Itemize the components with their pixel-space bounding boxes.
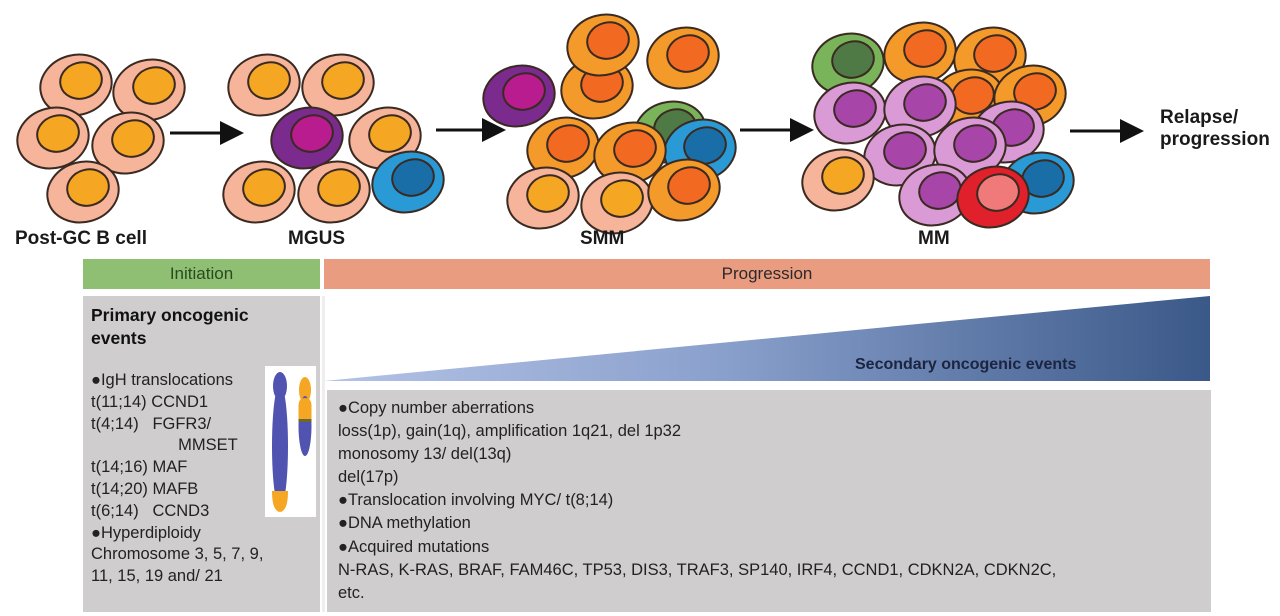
red-clone-cell-icon xyxy=(956,165,1030,229)
title-line: Primary oncogenic xyxy=(91,305,249,325)
orange-clone-cell-icon xyxy=(593,121,667,185)
nucleus-icon xyxy=(321,61,365,100)
stage-label-smm: SMM xyxy=(580,228,625,249)
nucleus-icon xyxy=(290,114,334,153)
normal-b-cell-icon xyxy=(301,53,375,117)
list-item: monosomy 13/ del(13q) xyxy=(338,445,512,464)
disease-stage-illustration xyxy=(16,13,1144,235)
initiation-phase-bar: Initiation xyxy=(83,259,320,289)
normal-b-cell-icon xyxy=(297,160,371,224)
nucleus-icon xyxy=(391,158,435,197)
relapse-progression-label: Relapse/ progression xyxy=(1160,107,1270,151)
list-item: ●Hyperdiploidy xyxy=(91,523,201,542)
list-item: t(14;16) MAF xyxy=(91,458,188,477)
relapse-label-line: progression xyxy=(1160,129,1270,150)
nucleus-icon xyxy=(66,168,110,207)
nucleus-icon xyxy=(600,179,644,218)
nucleus-icon xyxy=(1013,72,1057,111)
primary-events-list: ●IgH translocations t(11;14) CCND1 t(4;1… xyxy=(91,370,263,588)
nucleus-icon xyxy=(526,174,570,213)
normal-b-cell-icon xyxy=(46,160,120,224)
secondary-events-label: Secondary oncogenic events xyxy=(855,356,1077,373)
normal-b-cell-icon xyxy=(112,58,186,122)
list-item: t(11;14) CCND1 xyxy=(91,392,209,411)
normal-b-cell-icon xyxy=(506,166,580,230)
normal-b-cell-icon xyxy=(227,53,301,117)
panel-divider xyxy=(322,296,325,612)
nucleus-icon xyxy=(317,168,361,207)
nucleus-icon xyxy=(368,114,412,153)
normal-b-cell-icon xyxy=(222,160,296,224)
normal-b-cell-icon xyxy=(91,111,165,175)
nucleus-icon xyxy=(586,21,630,60)
list-item: ●Acquired mutations xyxy=(338,537,490,556)
nucleus-icon xyxy=(903,29,947,68)
long-chromosome-icon xyxy=(272,372,288,512)
pink-clone-cell-icon xyxy=(933,116,1007,180)
nucleus-icon xyxy=(242,168,286,207)
relapse-label-line: Relapse/ xyxy=(1160,107,1239,128)
stage-label-mm: MM xyxy=(918,228,950,249)
nucleus-icon xyxy=(973,34,1017,73)
nucleus-icon xyxy=(59,61,103,100)
primary-events-title: Primary oncogenic events xyxy=(91,304,249,350)
normal-b-cell-icon xyxy=(39,53,113,117)
stage-label-mgus: MGUS xyxy=(288,228,345,249)
progression-label: Progression xyxy=(721,264,813,283)
nucleus-icon xyxy=(883,131,927,170)
list-item: Chromosome 3, 5, 7, 9, xyxy=(91,545,264,564)
list-item: t(4;14) FGFR3/ xyxy=(91,414,212,433)
list-item: loss(1p), gain(1q), amplification 1q21, … xyxy=(338,422,682,441)
nucleus-icon xyxy=(903,83,947,122)
nucleus-icon xyxy=(976,173,1020,212)
pink-clone-cell-icon xyxy=(813,81,887,145)
orange-clone-cell-icon xyxy=(566,13,640,77)
title-line: events xyxy=(91,328,147,348)
orange-clone-cell-icon xyxy=(647,158,721,222)
list-item: ●Copy number aberrations xyxy=(338,399,535,417)
nucleus-icon xyxy=(833,89,877,128)
normal-b-cell-icon xyxy=(580,171,654,235)
normal-b-cell-icon xyxy=(16,106,90,170)
nucleus-icon xyxy=(821,156,865,195)
list-item: ●Translocation involving MYC/ t(8;14) xyxy=(338,491,614,510)
list-item: 11, 15, 19 and/ 21 xyxy=(91,567,223,586)
list-item: N-RAS, K-RAS, BRAF, FAM46C, TP53, DIS3, … xyxy=(338,560,1057,579)
list-item: ●DNA methylation xyxy=(338,514,471,533)
progression-phase-bar: Progression xyxy=(324,259,1210,289)
nucleus-icon xyxy=(132,66,176,105)
orange-clone-cell-icon xyxy=(646,26,720,90)
list-item: del(17p) xyxy=(338,468,399,487)
nucleus-icon xyxy=(667,166,711,205)
short-chromosome-icon xyxy=(298,377,312,456)
stage-label-post-gc-b-cell: Post-GC B cell xyxy=(15,228,147,249)
list-item: MMSET xyxy=(91,436,238,455)
list-item: t(6;14) CCND3 xyxy=(91,501,210,520)
nucleus-icon xyxy=(613,129,657,168)
blue-clone-cell-icon xyxy=(371,150,445,214)
nucleus-icon xyxy=(546,124,590,163)
secondary-events-panel: ●Copy number aberrations loss(1p), gain(… xyxy=(327,390,1211,612)
secondary-events-gradient-wedge xyxy=(324,296,1210,381)
nucleus-icon xyxy=(247,61,291,100)
secondary-events-list: ●Copy number aberrations loss(1p), gain(… xyxy=(338,397,1056,605)
nucleus-icon xyxy=(918,171,962,210)
list-item: t(14;20) MAFB xyxy=(91,479,199,498)
list-item: etc. xyxy=(338,583,365,602)
nucleus-icon xyxy=(683,126,727,165)
initiation-label: Initiation xyxy=(169,264,234,283)
nucleus-icon xyxy=(502,72,546,111)
normal-b-cell-icon xyxy=(801,148,875,212)
nucleus-icon xyxy=(111,119,155,158)
pink-clone-cell-icon xyxy=(883,75,957,139)
purple-plasma-cell-icon xyxy=(482,64,556,128)
nucleus-icon xyxy=(953,124,997,163)
orange-clone-cell-icon xyxy=(883,21,957,85)
nucleus-icon xyxy=(666,34,710,73)
chromosome-translocation-icon xyxy=(265,366,316,517)
list-item: ●IgH translocations xyxy=(91,371,234,389)
nucleus-icon xyxy=(831,40,875,79)
pink-clone-cell-icon xyxy=(898,163,972,227)
nucleus-icon xyxy=(36,114,80,153)
